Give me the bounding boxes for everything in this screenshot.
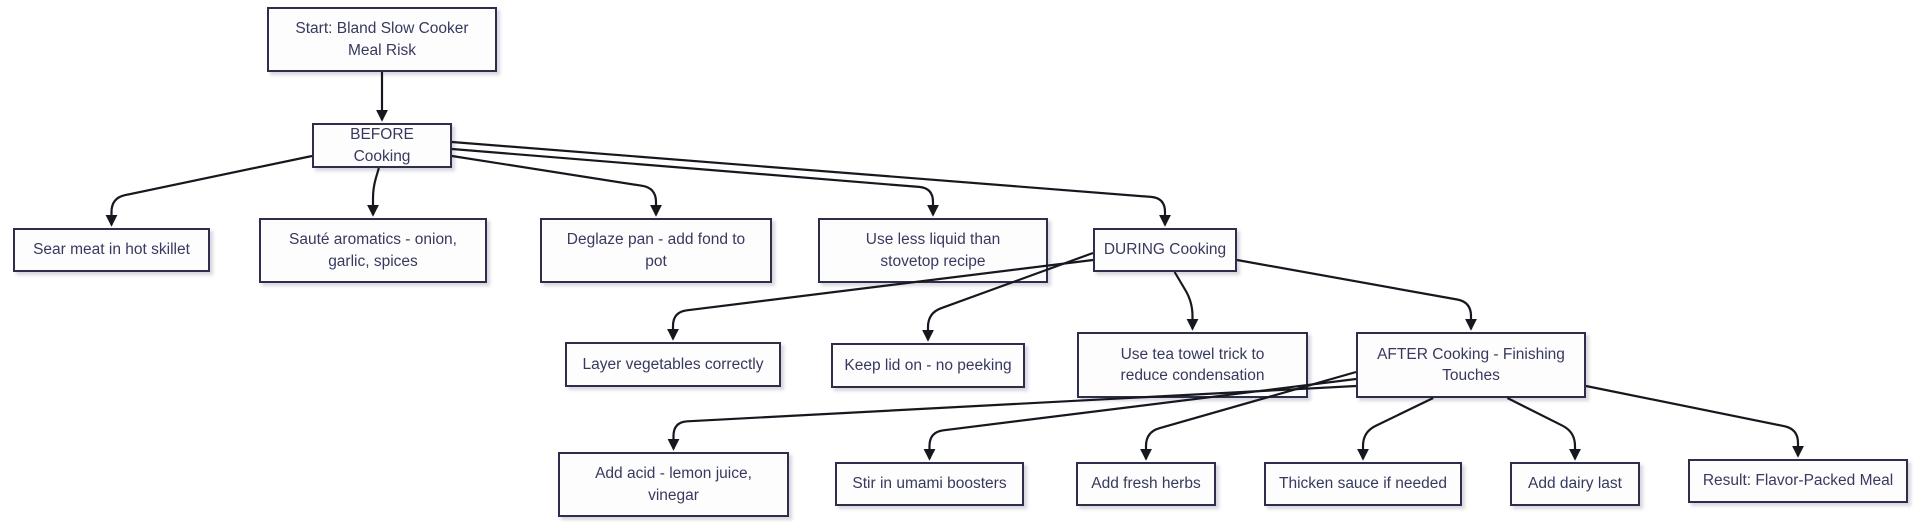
- node-thicken: Thicken sauce if needed: [1264, 462, 1462, 506]
- node-start: Start: Bland Slow Cooker Meal Risk: [267, 7, 497, 72]
- node-during: DURING Cooking: [1093, 228, 1237, 272]
- node-result: Result: Flavor-Packed Meal: [1688, 459, 1908, 503]
- node-keeplid: Keep lid on - no peeking: [831, 343, 1025, 388]
- node-dairy: Add dairy last: [1510, 462, 1640, 506]
- node-herbs: Add fresh herbs: [1076, 462, 1216, 506]
- node-after: AFTER Cooking - Finishing Touches: [1356, 332, 1586, 398]
- node-teatowel: Use tea towel trick to reduce condensati…: [1077, 332, 1308, 398]
- node-deglaze: Deglaze pan - add fond to pot: [540, 218, 772, 283]
- node-before: BEFORE Cooking: [312, 123, 452, 168]
- node-liquid: Use less liquid than stovetop recipe: [818, 218, 1048, 283]
- node-saute: Sauté aromatics - onion, garlic, spices: [259, 218, 487, 283]
- node-layer: Layer vegetables correctly: [565, 342, 781, 387]
- node-umami: Stir in umami boosters: [835, 462, 1024, 506]
- node-acid: Add acid - lemon juice, vinegar: [558, 452, 789, 517]
- node-sear: Sear meat in hot skillet: [13, 228, 210, 272]
